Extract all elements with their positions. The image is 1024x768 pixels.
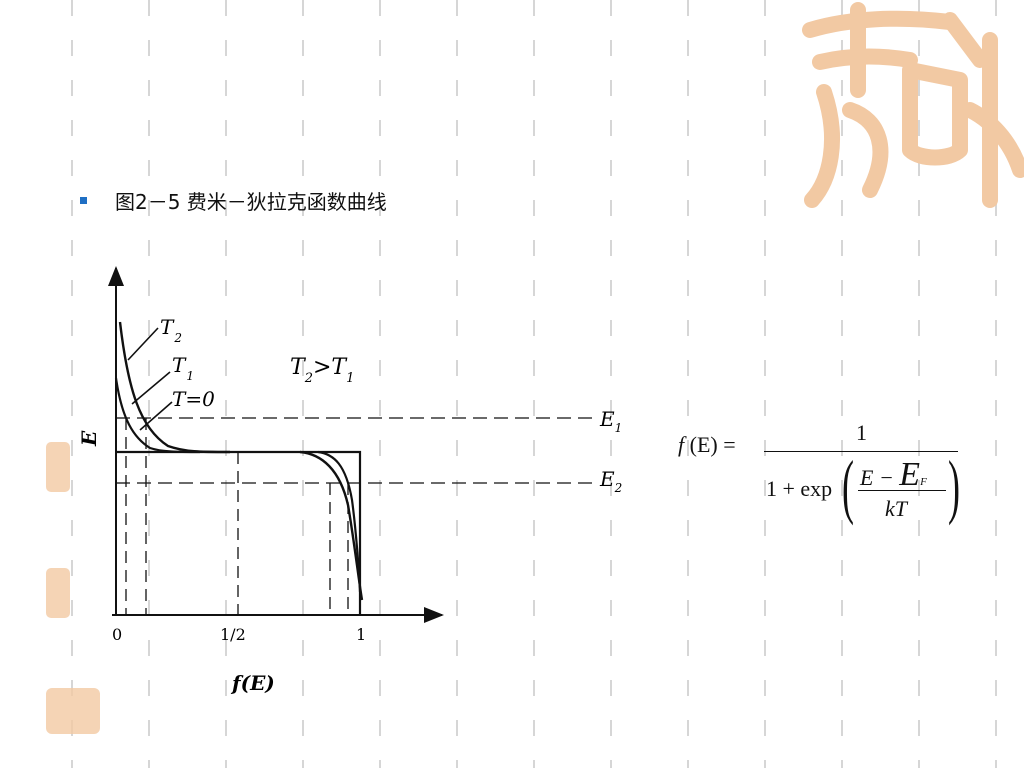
tick-label-half: 1/2	[220, 625, 246, 644]
formula-inner-numerator: E − EF	[860, 456, 927, 493]
level-label-e2: E2	[599, 467, 622, 495]
level-label-e1: E1	[599, 407, 622, 435]
curve-t2-upper	[118, 321, 231, 454]
formula-left-paren: (	[842, 446, 854, 526]
axis-y-label: E	[77, 430, 101, 447]
small-seal-icon-2	[46, 568, 70, 618]
leader-t0	[139, 401, 173, 431]
curve-label-t1: T1	[172, 353, 194, 383]
formula-numerator: 1	[856, 420, 867, 445]
figure-caption: 图2－5 费米－狄拉克函数曲线	[80, 186, 387, 215]
formula-right-paren: )	[948, 446, 960, 526]
formula-inner-fraction-bar	[858, 490, 946, 491]
curve-t1-lower	[317, 450, 362, 593]
leader-t2	[127, 327, 159, 361]
tick-label-0: 0	[112, 625, 122, 644]
bullet-square-icon	[80, 197, 87, 204]
formula-lhs: f (E) =	[678, 432, 736, 457]
curve-label-t2: T2	[160, 315, 182, 345]
small-seal-icon-3	[46, 688, 100, 734]
auspicious-seal-icon	[802, 2, 1024, 208]
small-seal-icon-1	[46, 442, 70, 492]
curve-label-t0: T=0	[172, 387, 215, 411]
formula-fraction-bar	[764, 451, 958, 452]
leader-t1	[131, 371, 171, 405]
relation-label: T2>T1	[290, 355, 354, 386]
curve-t2-lower	[299, 450, 364, 601]
formula-inner-denominator: kT	[885, 496, 907, 521]
curve-t1-upper	[114, 377, 201, 454]
formula-denominator-prefix: 1 + exp	[766, 476, 833, 501]
tick-label-1: 1	[356, 625, 366, 644]
axis-x-label: f(E)	[230, 671, 275, 695]
caption-text: 图2－5 费米－狄拉克函数曲线	[115, 190, 387, 214]
fermi-dirac-formula: f (E) = 1 1 + exp ( ) E − EF kT	[678, 420, 978, 535]
